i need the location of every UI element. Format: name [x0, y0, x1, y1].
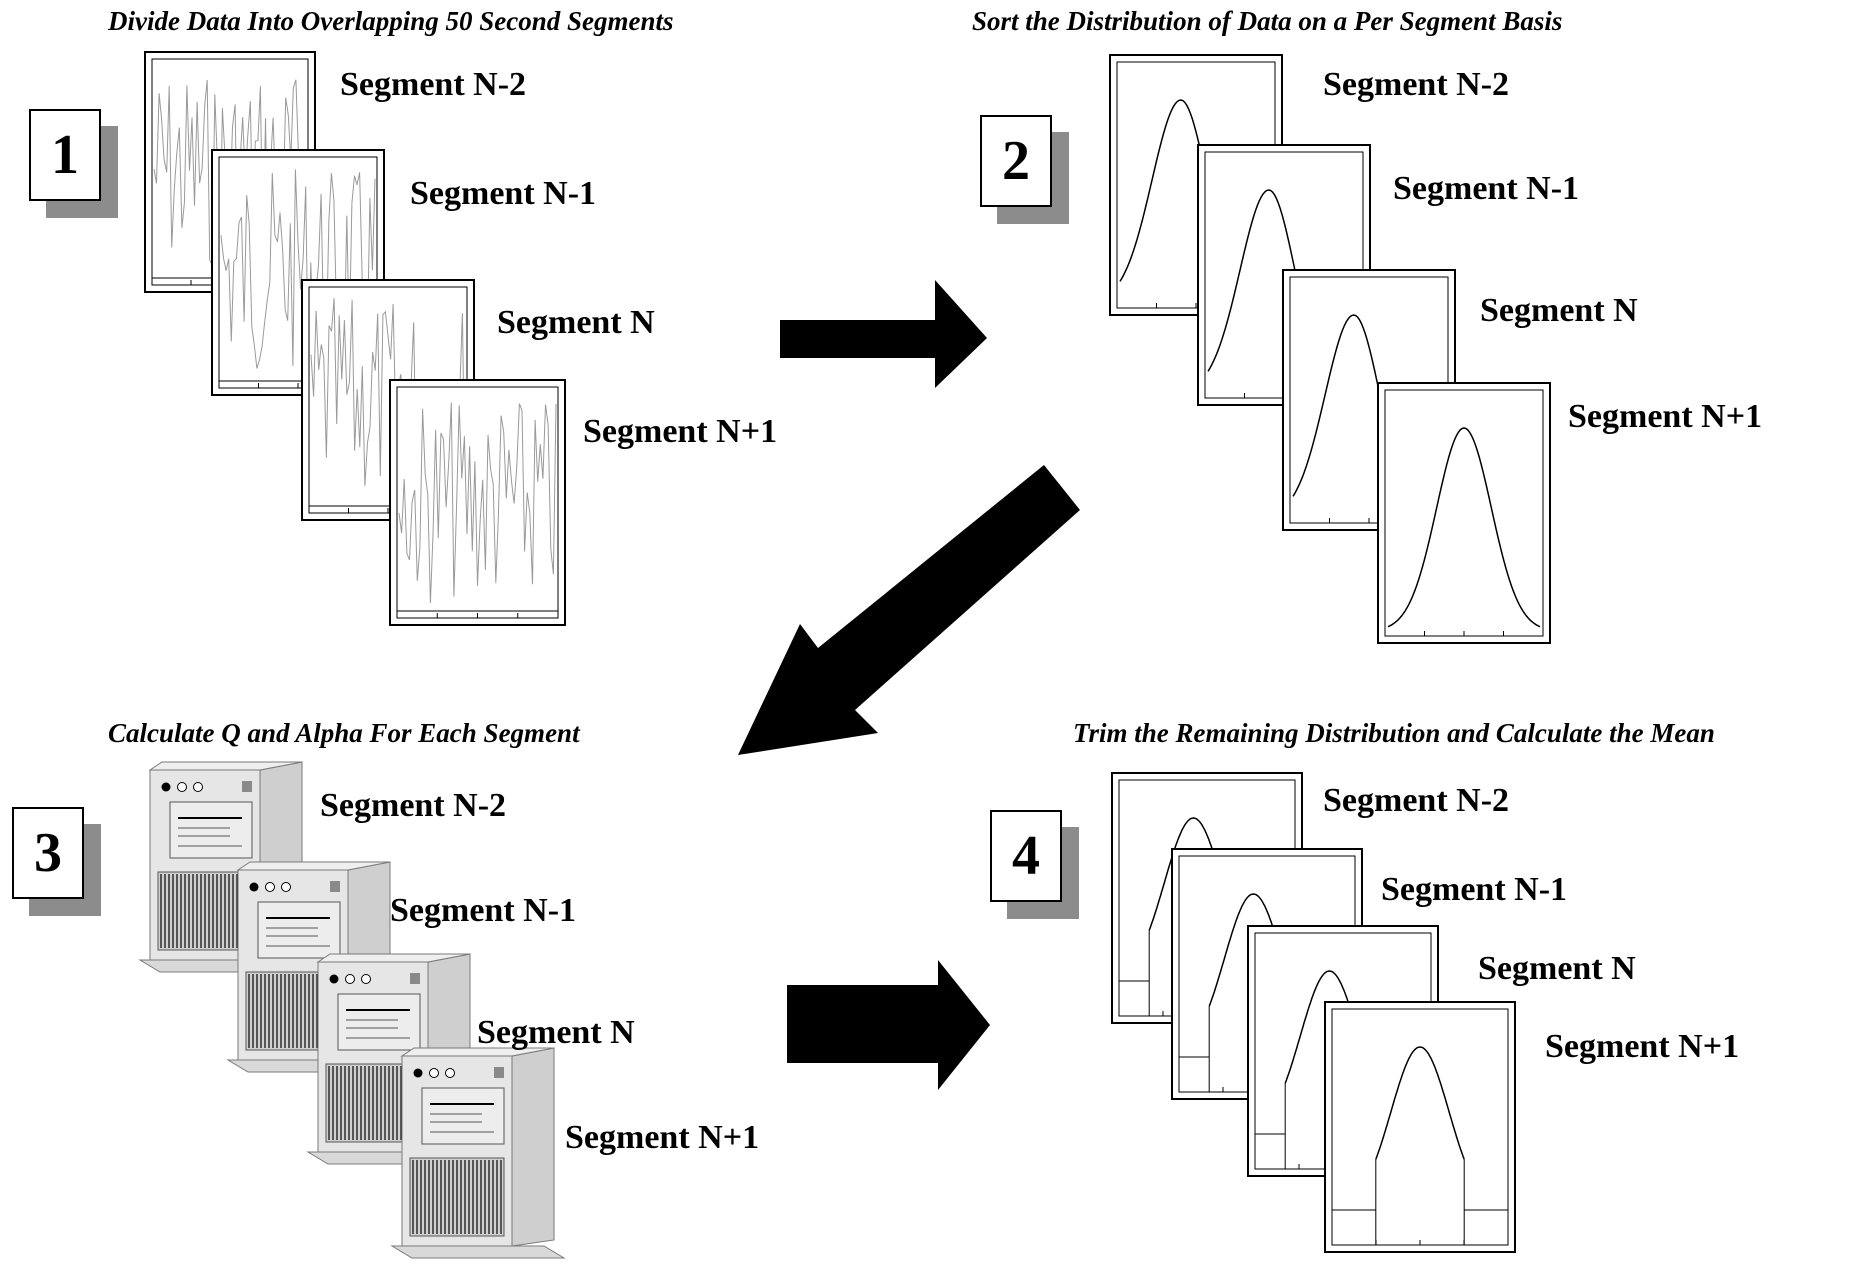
- step-2-distribution-panels: [1109, 54, 1551, 644]
- indicator-light: [345, 974, 355, 984]
- step-1-noise-panels: [144, 51, 566, 626]
- step-3-number: 3: [12, 807, 84, 899]
- segment-label: Segment N: [1478, 950, 1636, 987]
- drive-bay: [257, 901, 341, 959]
- segment-label: Segment N: [497, 304, 655, 341]
- drive-bay: [421, 1087, 505, 1145]
- indicator-light: [445, 1068, 455, 1078]
- segment-label: Segment N-2: [1323, 66, 1510, 103]
- segment-label: Segment N-2: [340, 66, 527, 103]
- arrow-icon: [787, 960, 990, 1090]
- noise-trace: [398, 402, 557, 604]
- step-4-number: 4: [990, 810, 1062, 902]
- segment-label: Segment N: [477, 1014, 635, 1051]
- power-light: [249, 882, 259, 892]
- segment-label: Segment N-1: [390, 892, 577, 929]
- noise-signal-plot-icon: [389, 379, 566, 626]
- segment-label: Segment N-2: [320, 787, 507, 824]
- step-4-title: Trim the Remaining Distribution and Calc…: [1073, 718, 1715, 748]
- segment-label: Segment N+1: [1568, 398, 1763, 435]
- power-button: [494, 1067, 504, 1078]
- step-4-trimmed-panels: [1111, 772, 1516, 1253]
- arrow-icon: [738, 465, 1080, 755]
- bell-curve-distribution-icon: [1377, 382, 1551, 644]
- tower-side: [511, 1047, 555, 1247]
- arrow-icon: [780, 280, 987, 388]
- indicator-light: [361, 974, 371, 984]
- power-button: [242, 781, 252, 792]
- step-3-computer-towers: [138, 761, 566, 1259]
- drive-bay: [169, 801, 253, 859]
- step-3-title: Calculate Q and Alpha For Each Segment: [108, 718, 580, 748]
- trimmed-distribution-icon: [1324, 1001, 1516, 1253]
- step-2-number: 2: [980, 115, 1052, 207]
- segment-label: Segment N: [1480, 292, 1638, 329]
- power-light: [413, 1068, 423, 1078]
- power-light: [329, 974, 339, 984]
- indicator-light: [177, 782, 187, 792]
- segment-label: Segment N+1: [1545, 1028, 1740, 1065]
- step-1-title: Divide Data Into Overlapping 50 Second S…: [108, 6, 674, 36]
- distribution-curve: [1387, 427, 1541, 628]
- indicator-light: [429, 1068, 439, 1078]
- indicator-light: [265, 882, 275, 892]
- step-2-title: Sort the Distribution of Data on a Per S…: [972, 6, 1563, 36]
- segment-label: Segment N-1: [410, 175, 597, 212]
- tower-base: [390, 1245, 566, 1259]
- segment-label: Segment N+1: [583, 413, 778, 450]
- power-light: [161, 782, 171, 792]
- power-button: [330, 881, 340, 892]
- segment-label: Segment N-1: [1393, 170, 1580, 207]
- power-button: [410, 973, 420, 984]
- indicator-light: [281, 882, 291, 892]
- drive-bay: [337, 993, 421, 1051]
- segment-label: Segment N-2: [1323, 782, 1510, 819]
- indicator-light: [193, 782, 203, 792]
- step-1-number: 1: [29, 109, 101, 201]
- segment-label: Segment N-1: [1381, 871, 1568, 908]
- segment-label: Segment N+1: [565, 1119, 760, 1156]
- trimmed-curve: [1375, 1046, 1465, 1160]
